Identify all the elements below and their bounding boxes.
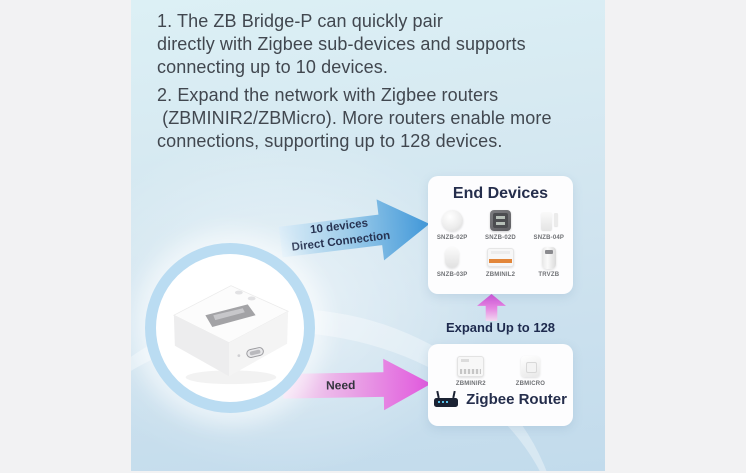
router-title-row: Zigbee Router [428,391,573,408]
lcd-display-sensor-icon [489,210,511,231]
din-relay-icon [457,356,485,377]
usb-smart-adapter-icon [520,356,540,377]
temp-humidity-sensor-icon [441,210,463,231]
radiator-valve-icon [541,246,556,269]
device-cell: ZBMINIR2 [456,353,486,387]
infographic-content-area: 1. The ZB Bridge-P can quickly pair dire… [131,0,605,471]
motion-sensor-icon [445,247,460,268]
door-window-sensor-icon [539,211,559,231]
router-title: Zigbee Router [466,391,567,408]
device-label: TRVZB [538,272,560,278]
expand-label: Expand Up to 128 [445,320,556,335]
wifi-router-icon [434,397,459,407]
device-cell: SNZB-04P [525,207,573,241]
device-cell: ZBMICRO [516,353,545,387]
device-cell: SNZB-03P [428,244,476,278]
zb-bridge-hub-icon [173,285,289,385]
info-text-1: 1. The ZB Bridge-P can quickly pair dire… [157,11,526,77]
info-text-2: 2. Expand the network with Zigbee router… [157,85,552,151]
device-label: ZBMINIR2 [455,381,486,387]
zigbee-router-panel: ZBMINIR2 ZBMICRO Zigbee Router [428,344,573,426]
router-devices-grid: ZBMINIR2 ZBMICRO [428,353,573,387]
device-label: SNZB-03P [436,272,468,278]
end-devices-grid: SNZB-02P SNZB-02D SNZB-04P SNZB-03P ZBMI… [428,207,573,278]
device-cell: ZBMINIL2 [476,244,524,278]
device-cell: SNZB-02P [428,207,476,241]
device-label: SNZB-04P [533,235,565,241]
device-cell: TRVZB [525,244,573,278]
end-devices-panel: End Devices SNZB-02P SNZB-02D SNZB-04P S… [428,176,573,294]
device-label: SNZB-02P [436,235,468,241]
smart-relay-icon [486,248,514,267]
device-label: SNZB-02D [485,235,516,241]
end-devices-title: End Devices [452,185,549,202]
device-label: ZBMICRO [515,381,546,387]
device-cell: SNZB-02D [476,207,524,241]
device-label: ZBMINIL2 [485,272,516,278]
